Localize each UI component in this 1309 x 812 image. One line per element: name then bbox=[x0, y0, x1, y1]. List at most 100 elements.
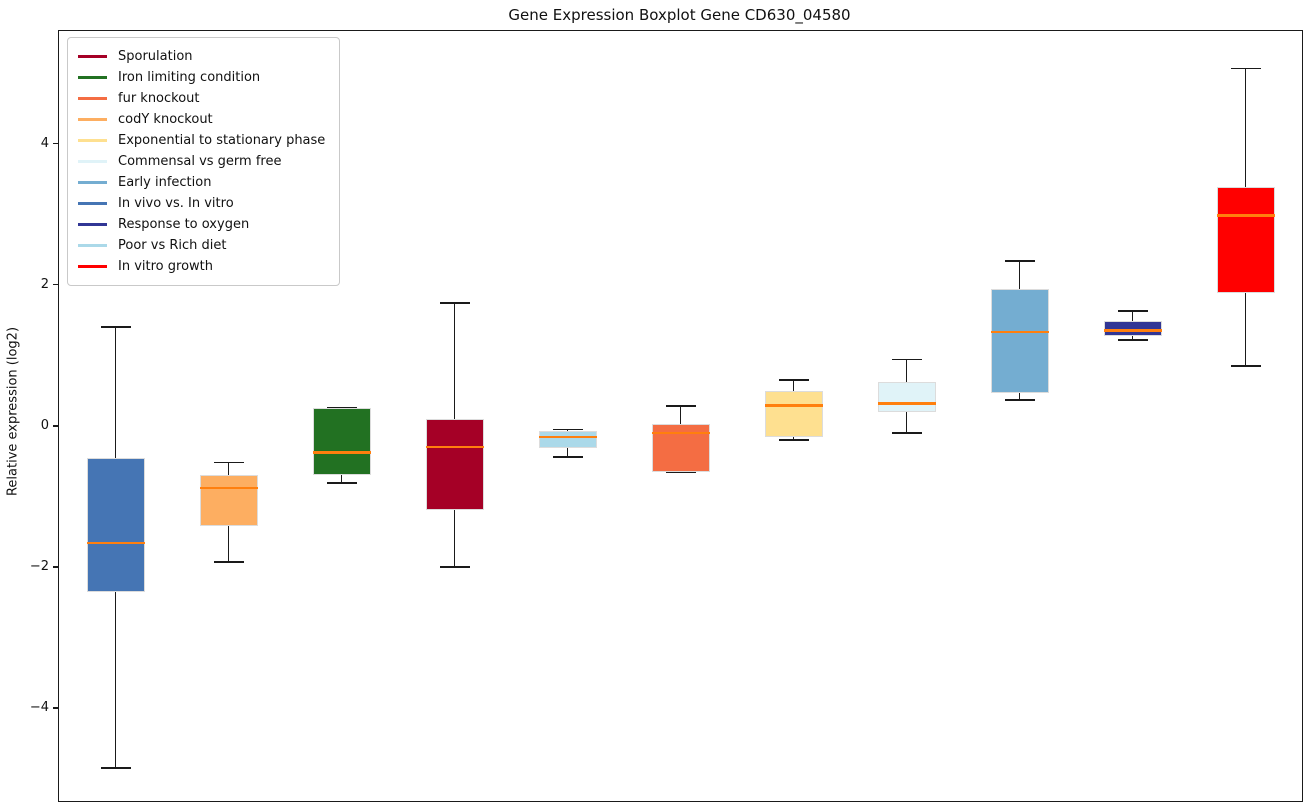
legend-item: Early infection bbox=[78, 172, 329, 193]
upper-whisker bbox=[679, 406, 682, 425]
y-tick-label: −4 bbox=[29, 699, 49, 715]
y-tick-mark bbox=[52, 284, 58, 286]
iqr-box bbox=[538, 430, 597, 449]
median-line bbox=[764, 404, 823, 407]
legend-color-swatch bbox=[78, 76, 107, 79]
lower-whisker bbox=[1131, 336, 1134, 340]
upper-cap bbox=[213, 461, 244, 464]
lower-whisker bbox=[1244, 292, 1247, 366]
legend-item: Sporulation bbox=[78, 46, 329, 67]
lower-cap bbox=[100, 767, 131, 769]
legend-color-swatch bbox=[78, 181, 107, 184]
y-tick-mark bbox=[52, 425, 58, 427]
lower-whisker bbox=[227, 526, 230, 562]
legend-label: Sporulation bbox=[118, 49, 193, 64]
y-tick-label: 2 bbox=[40, 276, 49, 292]
median-line bbox=[1103, 329, 1162, 332]
lower-whisker bbox=[566, 448, 569, 457]
upper-whisker bbox=[905, 359, 908, 383]
legend-item: Iron limiting condition bbox=[78, 67, 329, 88]
lower-cap bbox=[326, 482, 357, 484]
lower-whisker bbox=[340, 475, 343, 483]
iqr-box bbox=[199, 474, 258, 526]
lower-cap bbox=[213, 561, 244, 563]
iqr-box bbox=[1216, 186, 1275, 293]
upper-cap bbox=[552, 428, 583, 431]
iqr-box bbox=[877, 382, 936, 412]
legend-label: fur knockout bbox=[118, 91, 200, 106]
upper-cap bbox=[665, 405, 696, 407]
legend-label: Early infection bbox=[118, 175, 212, 190]
legend-item: In vitro growth bbox=[78, 256, 329, 277]
upper-cap bbox=[1004, 260, 1035, 262]
upper-cap bbox=[1117, 310, 1148, 312]
legend-item: Exponential to stationary phase bbox=[78, 130, 329, 151]
legend-color-swatch bbox=[78, 244, 107, 247]
legend-label: codY knockout bbox=[118, 112, 213, 127]
y-tick-label: −2 bbox=[29, 558, 49, 574]
lower-cap bbox=[778, 439, 809, 441]
median-line bbox=[877, 402, 936, 405]
legend-color-swatch bbox=[78, 118, 107, 121]
iqr-box bbox=[425, 418, 484, 510]
legend-color-swatch bbox=[78, 202, 107, 205]
lower-whisker bbox=[453, 509, 456, 567]
legend-label: Exponential to stationary phase bbox=[118, 133, 326, 148]
legend-item: codY knockout bbox=[78, 109, 329, 130]
upper-whisker bbox=[114, 327, 117, 458]
median-line bbox=[86, 541, 145, 545]
iqr-box bbox=[1103, 320, 1162, 337]
legend-label: Commensal vs germ free bbox=[118, 154, 282, 169]
legend-color-swatch bbox=[78, 265, 107, 268]
median-line bbox=[538, 435, 597, 439]
y-tick-mark bbox=[52, 566, 58, 568]
lower-whisker bbox=[1018, 393, 1021, 400]
iqr-box bbox=[764, 390, 823, 438]
lower-whisker bbox=[792, 437, 795, 440]
upper-whisker bbox=[1018, 260, 1021, 290]
lower-cap bbox=[439, 566, 470, 568]
lower-cap bbox=[665, 471, 696, 474]
median-line bbox=[651, 431, 710, 435]
iqr-box bbox=[86, 457, 145, 592]
median-line bbox=[199, 486, 258, 490]
y-axis-label: Relative expression (log2) bbox=[5, 326, 21, 497]
lower-cap bbox=[1230, 365, 1261, 367]
legend-color-swatch bbox=[78, 55, 107, 58]
iqr-box bbox=[312, 408, 371, 476]
legend-color-swatch bbox=[78, 139, 107, 142]
median-line bbox=[312, 451, 371, 454]
legend-item: fur knockout bbox=[78, 88, 329, 109]
iqr-box bbox=[990, 289, 1049, 394]
lower-whisker bbox=[114, 591, 117, 768]
upper-cap bbox=[439, 302, 470, 304]
legend-item: Commensal vs germ free bbox=[78, 151, 329, 172]
upper-whisker bbox=[453, 303, 456, 419]
y-tick-mark bbox=[52, 143, 58, 145]
legend-label: Iron limiting condition bbox=[118, 70, 261, 85]
lower-whisker bbox=[905, 411, 908, 433]
upper-whisker bbox=[1131, 310, 1134, 321]
y-tick-label: 0 bbox=[40, 417, 49, 433]
legend-item: In vivo vs. In vitro bbox=[78, 193, 329, 214]
lower-cap bbox=[552, 456, 583, 458]
legend-color-swatch bbox=[78, 97, 107, 100]
legend-item: Poor vs Rich diet bbox=[78, 235, 329, 256]
legend-label: Poor vs Rich diet bbox=[118, 238, 227, 253]
median-line bbox=[1216, 214, 1275, 217]
lower-cap bbox=[891, 432, 922, 434]
legend-label: In vivo vs. In vitro bbox=[118, 196, 234, 211]
legend-color-swatch bbox=[78, 160, 107, 163]
upper-cap bbox=[778, 379, 809, 381]
upper-whisker bbox=[227, 462, 230, 475]
median-line bbox=[990, 330, 1049, 334]
legend-item: Response to oxygen bbox=[78, 214, 329, 235]
legend-label: In vitro growth bbox=[118, 259, 213, 274]
upper-whisker bbox=[792, 380, 795, 391]
upper-cap bbox=[100, 326, 131, 328]
legend-color-swatch bbox=[78, 223, 107, 226]
legend-label: Response to oxygen bbox=[118, 217, 250, 232]
